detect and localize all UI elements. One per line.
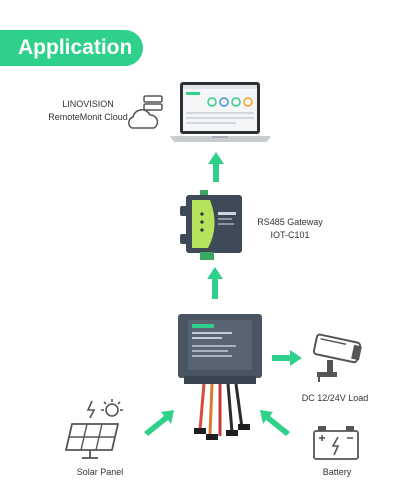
cloud-server-icon xyxy=(128,95,163,129)
battery-label: Battery xyxy=(322,467,352,477)
cctv-camera-icon xyxy=(312,333,362,382)
arrow-icon xyxy=(272,350,302,366)
laptop-icon xyxy=(170,82,271,142)
load-label: DC 12/24V Load xyxy=(301,393,369,403)
battery-icon xyxy=(313,426,359,460)
arrow-icon xyxy=(144,410,174,436)
title-banner xyxy=(0,30,143,66)
gateway-label-line1: RS485 Gateway xyxy=(257,217,323,227)
solar-controller-icon xyxy=(178,314,262,440)
cloud-label-line2: RemoteMonit Cloud xyxy=(48,112,128,122)
arrow-icon xyxy=(208,152,224,182)
gateway-label-line2: IOT-C101 xyxy=(270,230,310,240)
cloud-label: LINOVISION RemoteMonit Cloud xyxy=(28,98,148,124)
gateway-label: RS485 Gateway IOT-C101 xyxy=(250,216,330,242)
solar-panel-icon xyxy=(64,399,123,459)
cloud-label-line1: LINOVISION xyxy=(62,99,114,109)
gateway-device-icon xyxy=(180,190,242,260)
arrow-icon xyxy=(260,410,290,436)
page-title: Application xyxy=(18,36,133,59)
arrow-icon xyxy=(207,267,223,299)
solar-label: Solar Panel xyxy=(76,467,124,477)
